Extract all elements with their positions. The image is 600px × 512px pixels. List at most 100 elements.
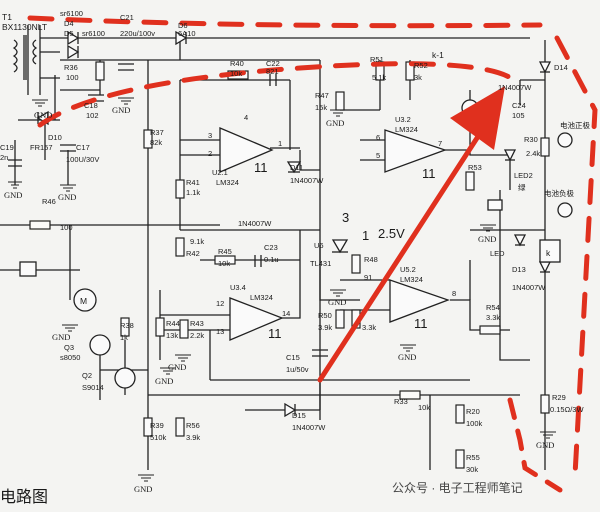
label-r55-value: 30k (466, 465, 478, 474)
label-d6-value: 6A10 (178, 29, 196, 38)
label-d11: D11 (290, 163, 303, 172)
gnd-label: GND (536, 440, 554, 450)
diagram-caption: 电路图 (0, 488, 48, 506)
label-u32-value: LM324 (395, 125, 418, 134)
gnd-label: GND (155, 376, 173, 386)
label-led2-value: 绿 (518, 183, 526, 192)
label-c18-value: 102 (86, 111, 99, 120)
label-r42-value: 9.1k (190, 237, 204, 246)
label-r48: R48 (364, 255, 378, 264)
label-r47-value: 15k (315, 103, 327, 112)
label-d4: D4 (64, 19, 74, 28)
label-r54-value: 3.3k (486, 313, 500, 322)
gnd-label: GND (328, 297, 346, 307)
pin-numbers: 4 11 1 3 2 6 5 7 11 12 13 14 11 8 11 (208, 113, 456, 341)
label-c23: C23 (264, 243, 278, 252)
label-r44-value: 13k (166, 331, 178, 340)
label-r20: R20 (466, 407, 480, 416)
label-d14: D14 (554, 63, 568, 72)
label-r50-value: 3.9k (318, 323, 332, 332)
label-d10-value: FR157 (30, 143, 53, 152)
label-c18: C18 (84, 101, 98, 110)
label-r55: R55 (466, 453, 480, 462)
pin-5: 5 (376, 151, 380, 160)
label-c23-value: 0.1u (264, 255, 279, 264)
label-c21-value: 220u/100v (120, 29, 155, 38)
label-d13-value: 1N4007W (512, 283, 546, 292)
gnd-label: GND (398, 352, 416, 362)
gnd-label: GND (4, 190, 22, 200)
label-d6: D6 (178, 21, 188, 30)
gnd-label: GND (52, 332, 70, 342)
label-d11-value: 1N4007W (290, 176, 324, 185)
label-q2-value: S9014 (82, 383, 104, 392)
label-r41: R41 (186, 178, 200, 187)
label-relay-k: k (546, 248, 551, 258)
label-r51: R51 (370, 55, 384, 64)
pin-12: 12 (216, 299, 224, 308)
label-r33-value: 10k (418, 403, 430, 412)
gnd-label: GND (34, 110, 52, 120)
label-d-top: 1N4007W (498, 83, 532, 92)
label-u21: U2.1 (212, 168, 228, 177)
label-d13: D13 (512, 265, 526, 274)
label-r56: R56 (186, 421, 200, 430)
pin-11-u52: 11 (414, 316, 428, 331)
gnd-label: GND (326, 118, 344, 128)
label-u34: U3.4 (230, 283, 246, 292)
label-r38: R38 (120, 321, 134, 330)
label-r-unlabeled-value: 3.3k (362, 323, 376, 332)
label-r45: R45 (218, 247, 232, 256)
label-r29-value: 0.15Ω/3W (550, 405, 584, 414)
gnd-label: GND (134, 484, 152, 494)
label-r52: R52 (414, 61, 428, 70)
label-c17: C17 (76, 143, 90, 152)
label-r42: R42 (186, 249, 200, 258)
label-battery-positive: 电池正极 (560, 120, 590, 130)
label-d5: D5 (64, 29, 74, 38)
diodes (36, 30, 552, 418)
label-r41-value: 1.1k (186, 188, 200, 197)
pin-7: 7 (438, 139, 442, 148)
label-r44: R44 (166, 319, 180, 328)
pin-3: 3 (208, 131, 212, 140)
label-r43: R43 (190, 319, 204, 328)
label-r46-value: 100 (60, 223, 73, 232)
pin-2: 2 (208, 149, 212, 158)
pin-1: 1 (278, 139, 282, 148)
transformer-t1 (12, 35, 38, 80)
label-q3: Q3 (64, 343, 74, 352)
pin-6: 6 (376, 133, 380, 142)
label-c17-value: 100U/30V (66, 155, 99, 164)
red-annotations (27, 15, 598, 493)
label-r30-value: 2.4k (526, 149, 540, 158)
label-r45-value: 10k (218, 259, 230, 268)
gnd-label: GND (58, 192, 76, 202)
label-c19: C19 (0, 143, 14, 152)
label-battery-negative: 电池负极 (544, 188, 574, 198)
label-r37: R37 (150, 128, 164, 137)
pin-11-u21: 11 (254, 160, 268, 175)
label-r20-value: 100k (466, 419, 483, 428)
label-r33: R33 (394, 397, 408, 406)
label-q2: Q2 (82, 371, 92, 380)
label-r46: R46 (42, 197, 56, 206)
label-d15-value: 1N4007W (292, 423, 326, 432)
label-led2: LED2 (514, 171, 533, 180)
opamps (219, 127, 450, 341)
label-r40: R40 (230, 59, 244, 68)
label-r48-value: 91 (364, 273, 372, 282)
label-r38-value: 1k (120, 333, 128, 342)
label-d15: D15 (292, 411, 306, 420)
label-r53: R53 (468, 163, 482, 172)
label-r37-value: 82k (150, 138, 162, 147)
pin-11-u32: 11 (422, 166, 436, 181)
label-k1: k-1 (432, 50, 444, 60)
label-node-1: 1 (362, 228, 369, 243)
label-r40-value: 10k (230, 69, 242, 78)
ground-symbols (8, 97, 556, 482)
gnd-labels: GND GND GND GND GND GND GND GND GND GND … (4, 105, 554, 494)
label-r56-value: 3.9k (186, 433, 200, 442)
label-led: LED (490, 249, 505, 258)
